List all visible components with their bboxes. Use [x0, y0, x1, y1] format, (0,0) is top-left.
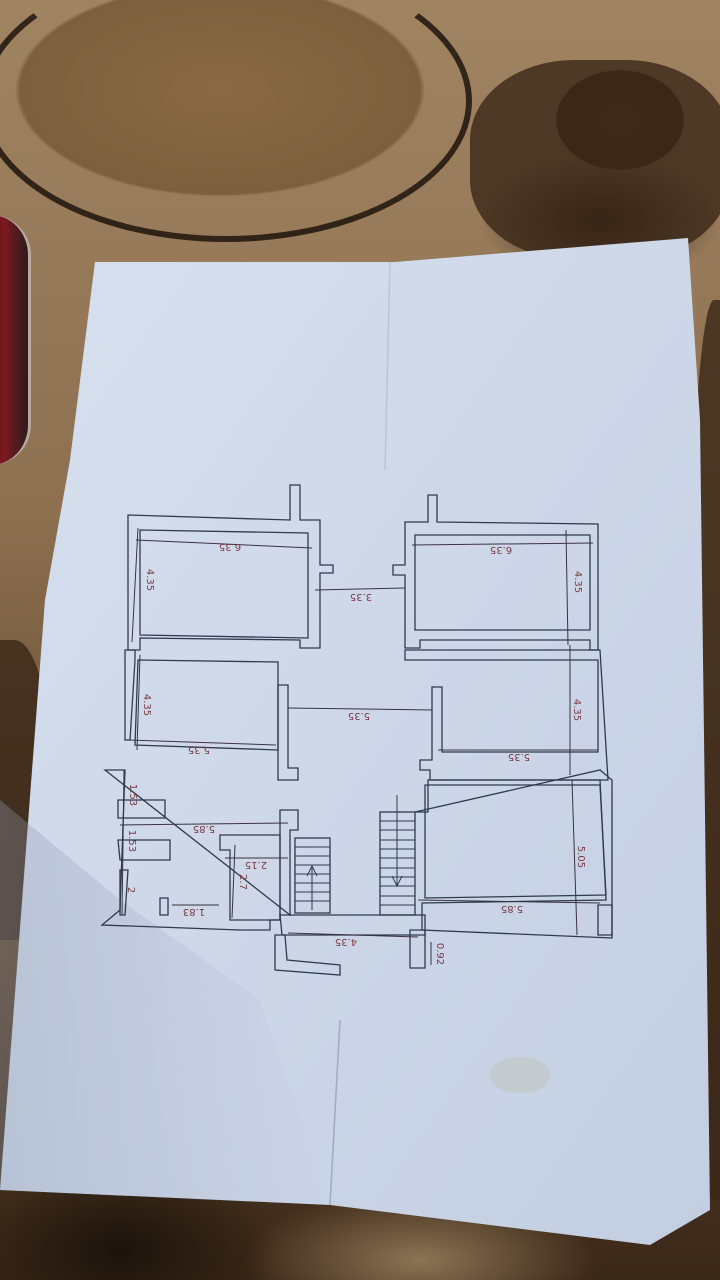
dimension-labels: 6.35 4.35 3.35 6.35 4.35 4.35 5.35 5.35 … — [125, 541, 586, 965]
dim-bath-width: 5.85 — [193, 823, 215, 834]
dim-mid-right-height: 4.35 — [571, 699, 582, 721]
dim-small-height: 2.7 — [237, 874, 248, 890]
paper-stain — [490, 1057, 550, 1093]
dim-bath-h2: 1.53 — [126, 830, 137, 852]
dim-hall-width: 5.35 — [348, 710, 370, 721]
dim-top-right-height: 4.35 — [572, 571, 583, 593]
dim-mid-left-width: 5.35 — [188, 744, 210, 755]
carpet-pattern-ring — [0, 0, 472, 242]
dim-bath-h1: 1.53 — [127, 784, 138, 806]
dim-bottom-right-height: 5.05 — [575, 846, 586, 868]
dim-entry-depth: 0.92 — [434, 943, 445, 965]
dim-mid-right-width: 5.35 — [508, 751, 530, 762]
dim-top-right-width: 6.35 — [490, 544, 512, 555]
dim-top-left-width: 6.35 — [219, 541, 241, 552]
dim-bottom-right-width: 5.85 — [501, 903, 523, 914]
red-bowl-edge — [0, 215, 31, 465]
walls — [100, 484, 613, 976]
dimension-lines — [119, 527, 601, 965]
carpet-pattern-dark — [470, 60, 720, 260]
dim-small-width: 2.15 — [245, 859, 267, 870]
dim-closet-width: 1.83 — [183, 906, 205, 917]
dim-bath-h3: 2 — [125, 887, 136, 893]
dim-top-left-height: 4.35 — [144, 569, 155, 591]
dim-entry-width: 4.35 — [335, 936, 357, 947]
dim-top-gap: 3.35 — [350, 591, 372, 602]
stair-treads — [295, 795, 415, 910]
dim-mid-left-height: 4.35 — [141, 694, 152, 716]
